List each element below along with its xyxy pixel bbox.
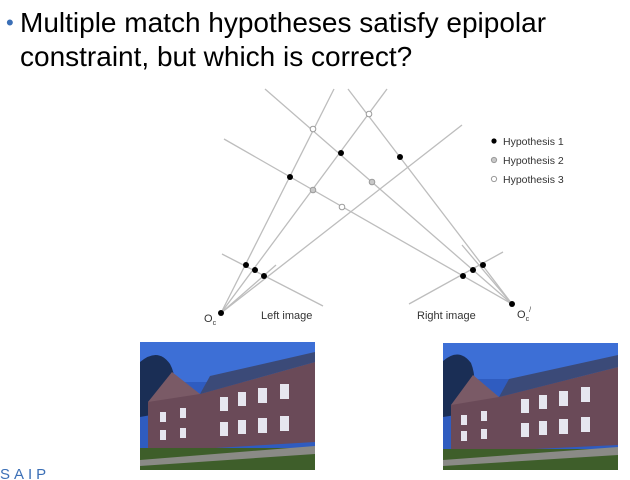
h1-image-point (243, 262, 249, 268)
hypothesis-3-points (309, 110, 373, 211)
footer-logo: SAIP (0, 466, 50, 480)
hypothesis-2-points (309, 178, 376, 194)
hypothesis-1-points (218, 150, 515, 316)
legend-label-2: Hypothesis 2 (503, 155, 564, 167)
left-camera-label: Oc (204, 313, 217, 327)
right-image-label: Right image (417, 310, 476, 322)
h1-point (397, 154, 403, 160)
left-ray-3 (220, 124, 463, 314)
h1-image-point (460, 273, 466, 279)
h3-point (309, 125, 317, 133)
image-planes (221, 251, 504, 307)
left-ray-2 (220, 88, 388, 314)
legend-label-3: Hypothesis 3 (503, 174, 564, 186)
legend-label-1: Hypothesis 1 (503, 136, 564, 148)
h2-point (368, 178, 376, 186)
left-camera-center (218, 310, 224, 316)
left-ray-1 (220, 88, 335, 314)
h2-point (309, 186, 317, 194)
diagram-labels: Oc Left image Right image Oc/ (204, 307, 531, 327)
h1-image-point (261, 273, 267, 279)
right-ray-extension (461, 244, 513, 305)
building-photo-icon (443, 343, 618, 470)
h3-point (365, 110, 373, 118)
bullet-marker: • (6, 10, 14, 35)
legend-marker-open-icon (490, 175, 498, 183)
legend-marker-gray-icon (490, 156, 498, 164)
left-image-label: Left image (261, 310, 312, 322)
left-image-plane (221, 253, 324, 307)
logo-text: SAIP (0, 466, 51, 480)
left-ray-extension (220, 264, 277, 314)
right-image-plane (408, 251, 504, 305)
left-building-photo (140, 342, 315, 470)
building-photo-icon (140, 342, 315, 470)
h1-point (338, 150, 344, 156)
bullet-item: • Multiple match hypotheses satisfy epip… (6, 6, 621, 74)
right-rays (223, 88, 513, 305)
h1-image-point (470, 267, 476, 273)
legend: Hypothesis 1 Hypothesis 2 Hypothesis 3 (490, 136, 564, 186)
left-rays (220, 88, 463, 314)
right-camera-center (509, 301, 515, 307)
right-ray-2 (347, 88, 513, 305)
h1-image-point (480, 262, 486, 268)
right-camera-label: Oc/ (517, 307, 531, 323)
bullet-text: Multiple match hypotheses satisfy epipol… (20, 7, 547, 72)
h1-image-point (252, 267, 258, 273)
h1-point (287, 174, 293, 180)
right-building-photo (443, 343, 618, 470)
legend-marker-filled-icon (491, 138, 497, 144)
h3-point (338, 203, 346, 211)
